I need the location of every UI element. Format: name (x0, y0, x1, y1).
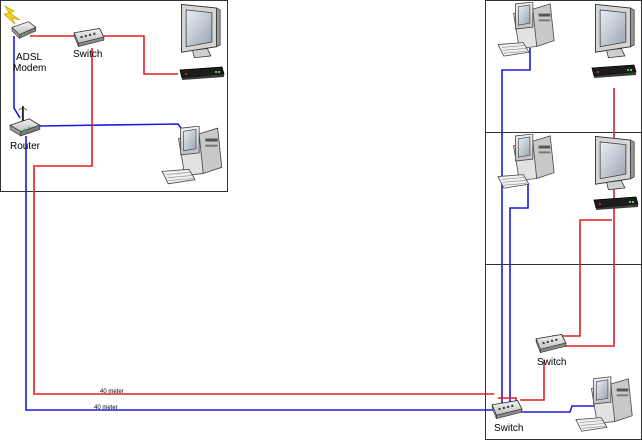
desktop-computer-icon-room3 (497, 134, 555, 189)
blue-cables (13, 36, 594, 413)
desktop-computer-icon-room4 (575, 376, 633, 432)
room-top-left (0, 0, 228, 192)
cable-switch-mediabox-right (560, 88, 615, 347)
desktop-computer-icon-room2 (497, 2, 555, 57)
cable-switch-mediabox-top (104, 35, 178, 75)
adsl-modem-label-line1: ADSL (16, 52, 43, 63)
lcd-monitor-icon (181, 4, 221, 59)
switch-right-label: Switch (537, 357, 566, 368)
network-switch-icon (73, 27, 105, 48)
cable-router-desktop (39, 123, 197, 149)
lcd-monitor-icon-room2 (595, 4, 635, 59)
cable-blue-length-label: 40 meter (94, 405, 118, 411)
lightning-bolt-icon (3, 5, 21, 25)
cable-switch-desktop-bottom (520, 405, 594, 413)
cable-switch-mediabox-mid (552, 219, 612, 337)
red-cables (30, 35, 615, 404)
set-top-box-icon (179, 66, 225, 80)
lcd-monitor-icon-room3 (595, 136, 635, 191)
set-top-box-icon-room2 (591, 64, 637, 78)
switch-bottom-label: Switch (494, 423, 523, 434)
cable-switch-long-red (33, 48, 494, 395)
cable-switch-to-switch (520, 360, 545, 401)
cable-switch-desktop-mid (509, 184, 529, 408)
switch-top-label: Switch (73, 49, 102, 60)
cable-modem-router (13, 36, 21, 119)
network-switch-icon-right (535, 333, 567, 354)
adsl-modem-label-line2: Modem (13, 63, 46, 74)
cable-router-long-blue (25, 136, 494, 411)
cable-switch-desktop-top (501, 48, 531, 408)
router-label: Router (10, 141, 41, 152)
set-top-box-icon-room3 (593, 196, 639, 210)
network-switch-icon-bottom (491, 399, 523, 420)
wireless-router-icon (9, 105, 41, 137)
cable-red-length-label: 40 meter (100, 389, 124, 395)
desktop-computer-icon (161, 126, 223, 185)
